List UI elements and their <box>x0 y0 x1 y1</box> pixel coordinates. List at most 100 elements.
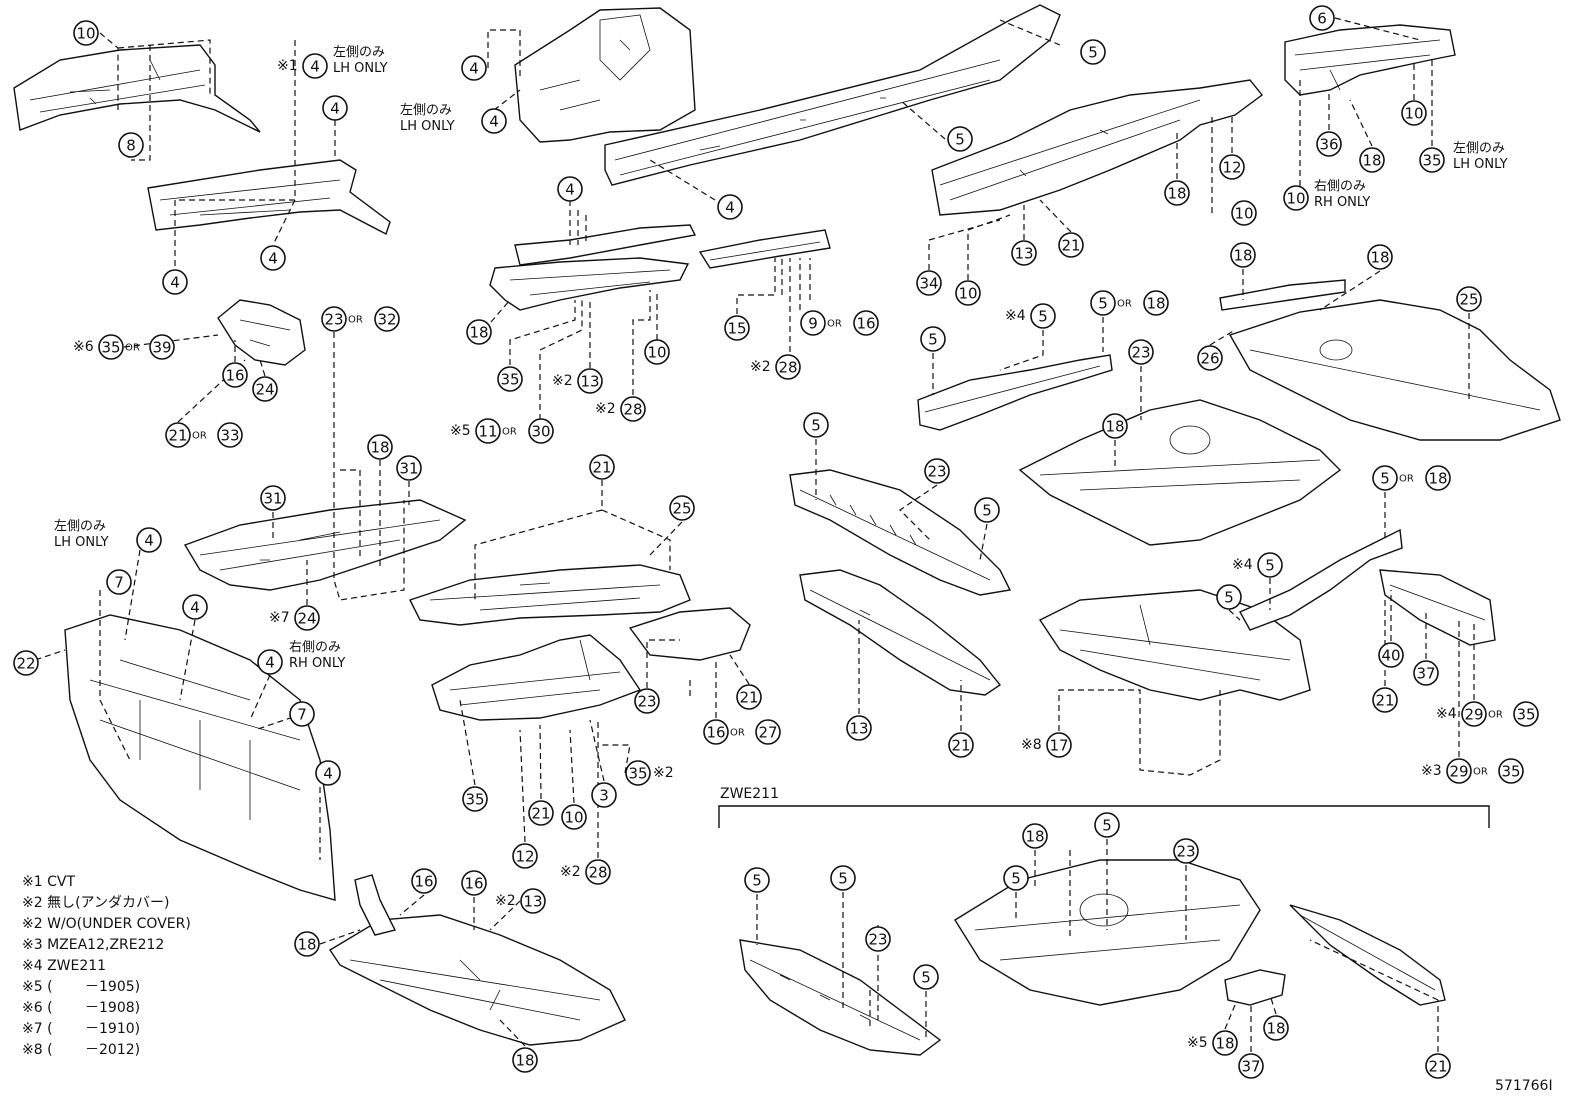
callout-number: 4 <box>310 58 320 76</box>
callout-4-47: 4 <box>257 649 283 675</box>
callout-remark: ※5 <box>450 423 471 439</box>
callout-21-101: 21 <box>1425 1053 1451 1079</box>
callout-number: 3 <box>599 787 609 805</box>
legend-line: ※2 W/O(UNDER COVER) <box>22 916 191 932</box>
callout-number: 18 <box>370 439 389 457</box>
callout-alt-circle <box>217 422 243 448</box>
callout-31-41: 31 <box>260 485 286 511</box>
callout-circle <box>717 194 743 220</box>
legend-line: ※6 ( －1908) <box>22 1000 140 1016</box>
callout-circle <box>1257 552 1283 578</box>
callout-circle <box>913 964 939 990</box>
callout-number: 23 <box>1131 344 1150 362</box>
callout-number: 23 <box>324 311 343 329</box>
callout-remark: ※4 <box>1232 557 1253 573</box>
callout-number: 5 <box>838 870 848 888</box>
callout-or: OR <box>502 427 517 438</box>
callout-35-55: 35※2 <box>625 760 674 786</box>
callout-number: 16 <box>706 724 725 742</box>
callout-number: 12 <box>515 848 534 866</box>
callout-circle <box>1058 232 1084 258</box>
callout-circle <box>625 760 651 786</box>
callout-alt-number: 18 <box>1428 470 1447 488</box>
callout-circle <box>497 366 523 392</box>
callout-23-96: 23 <box>1173 838 1199 864</box>
callout-number: 13 <box>849 720 868 738</box>
callout-circle <box>98 334 124 360</box>
callout-5-95: 5 <box>1094 812 1120 838</box>
side-note-en: LH ONLY <box>400 119 455 134</box>
callout-number: 13 <box>1014 245 1033 263</box>
callout-number: 5 <box>752 872 762 890</box>
callout-alt-number: 35 <box>1516 706 1535 724</box>
callout-12-60: 12 <box>512 843 538 869</box>
callout-number: 5 <box>1011 870 1021 888</box>
callout-circle <box>800 310 826 336</box>
callout-number: 4 <box>323 765 333 783</box>
callout-or: OR <box>827 319 842 330</box>
callout-circle <box>162 269 188 295</box>
legend-line: ※4 ZWE211 <box>22 958 106 974</box>
callout-circle <box>1309 5 1335 31</box>
callout-number: 37 <box>1241 1058 1260 1076</box>
callout-remark: ※8 <box>1021 737 1042 753</box>
callout-circle <box>591 782 617 808</box>
callout-number: 21 <box>1375 692 1394 710</box>
callout-circle <box>955 280 981 306</box>
callout-number: 21 <box>531 805 550 823</box>
callout-24-36: 24 <box>252 376 278 402</box>
callout-circle <box>512 1047 538 1073</box>
callout-circle <box>1401 100 1427 126</box>
callout-number: 5 <box>811 417 821 435</box>
callout-number: 28 <box>778 359 797 377</box>
callout-10-59: 10 <box>561 804 587 830</box>
callout-number: 29 <box>1464 706 1483 724</box>
callout-circle <box>948 732 974 758</box>
callout-5-91: 5 <box>830 865 856 891</box>
callout-5-93: 5 <box>913 964 939 990</box>
callout-remark: ※4 <box>1005 308 1026 324</box>
callout-16-35: 16 <box>222 362 248 388</box>
callout-circle <box>462 786 488 812</box>
callout-number: 10 <box>1234 205 1253 223</box>
callout-4-4: 4 <box>260 245 286 271</box>
callout-5-84: 5 <box>1216 584 1242 610</box>
callout-16-63: 16 <box>461 870 487 896</box>
callout-alt-number: 18 <box>1146 295 1165 313</box>
callout-number: 10 <box>564 809 583 827</box>
callout-circle <box>1263 1015 1289 1041</box>
callout-number: 9 <box>808 315 818 333</box>
callout-37-100: 37 <box>1238 1053 1264 1079</box>
callout-circle <box>1367 244 1393 270</box>
group-label-zwe211: ZWE211 <box>720 786 779 802</box>
callout-4-45: 4 <box>182 594 208 620</box>
callout-number: 21 <box>951 737 970 755</box>
callout-number: 35 <box>101 339 120 357</box>
callout-alt-number: 27 <box>758 724 777 742</box>
side-note-en: LH ONLY <box>54 535 109 550</box>
callout-remark: ※6 <box>73 339 94 355</box>
callout-13-21: 13 <box>1011 240 1037 266</box>
callout-28-29: 28※2 <box>595 396 646 422</box>
callout-remark: ※5 <box>1187 1035 1208 1051</box>
callout-4-10: 4 <box>717 194 743 220</box>
callout-number: 10 <box>76 25 95 43</box>
callout-5-78: 5 <box>974 497 1000 523</box>
callout-number: 21 <box>592 459 611 477</box>
callout-circle <box>775 354 801 380</box>
callout-number: 23 <box>637 693 656 711</box>
callout-circle <box>461 55 487 81</box>
callout-number: 28 <box>623 401 642 419</box>
callout-circle <box>634 688 660 714</box>
callout-circle <box>1456 286 1482 312</box>
callout-number: 5 <box>1102 817 1112 835</box>
callout-circle <box>947 126 973 152</box>
callout-number: 37 <box>1416 665 1435 683</box>
callout-circle <box>396 455 422 481</box>
